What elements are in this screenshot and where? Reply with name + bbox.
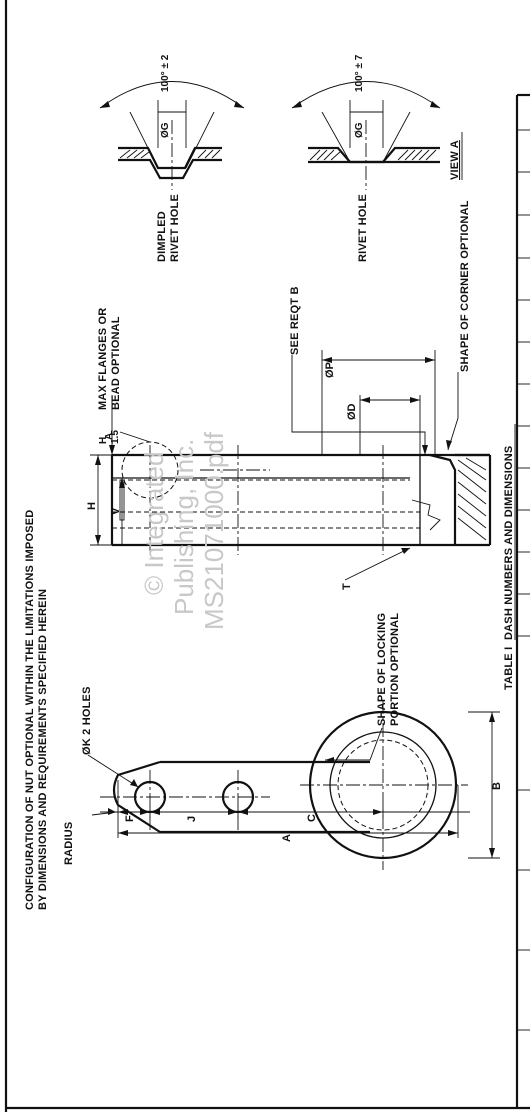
dim-h-label: H [86,502,98,510]
watermark-line2: Publishing, Inc. [169,439,199,615]
plan-view: A F J C B ØK 2 HOLES RADIUS SHAPE OF LOC… [63,613,503,870]
dim-p-label: ØP [324,362,336,378]
dimpled-angle-label: 100° ± 2 [160,54,171,92]
holes-label: ØK 2 HOLES [81,686,93,755]
view-a-title: VIEW A [449,140,461,180]
h-max-label: H [98,437,109,444]
dimpled-label-line1: DIMPLED [156,211,168,262]
dim-d-label: ØD [346,403,358,420]
table-frame [515,93,530,1108]
flanges-label-line1: MAX FLANGES OR [97,308,109,410]
configuration-note-line1: CONFIGURATION OF NUT OPTIONAL WITHIN THE… [24,510,36,910]
dim-a-label: A [281,834,293,842]
corner-label: SHAPE OF CORNER OPTIONAL [459,200,471,372]
watermark-line3: MS21071000.pdf [199,431,229,630]
rivet-angle-label: 100° ± 7 [354,54,365,92]
table-caption: TABLE I DASH NUMBERS AND DIMENSIONS [503,424,516,690]
watermark-line1: © Integrated [139,452,169,595]
h-max-tolerance: 1.5 [110,430,121,444]
dimpled-label-line2: RIVET HOLE [169,194,181,262]
configuration-note-line2: BY DIMENSIONS AND REQUIREMENTS SPECIFIED… [37,589,49,910]
dim-c-label: C [306,814,318,822]
flanges-label-line2: BEAD OPTIONAL [110,316,122,410]
dim-t-label: T [341,583,353,590]
side-view: A H V H 1.5 MAX FLANGES OR BEAD OPTIONAL… [86,200,492,590]
dim-f-label: F [124,815,136,822]
rivet-g-label: ØG [354,122,365,138]
watermark: © Integrated Publishing, Inc. MS21071000… [139,431,229,630]
view-a-tag: A [104,433,115,440]
table-caption-title: DASH NUMBERS AND DIMENSIONS [503,446,515,640]
see-reqt-label: SEE REQT B [289,286,301,355]
dim-v-label: V [110,507,122,515]
locking-label-line2: PORTION OPTIONAL [389,613,401,726]
configuration-note: CONFIGURATION OF NUT OPTIONAL WITHIN THE… [24,510,49,910]
radius-label: RADIUS [63,822,75,865]
dim-b-label: B [491,782,503,790]
rivet-label-line1: RIVET HOLE [357,194,369,262]
dim-j-label: J [186,816,198,822]
rivet-hole-detail: 100° ± 7 ØG RIVET HOLE [291,54,441,262]
dimpled-rivet-hole-detail: 100° ± 2 ØG DIMPLED RIVET HOLE [99,54,245,262]
view-a: 100° ± 2 ØG DIMPLED RIVET HOLE [99,54,463,262]
table-caption-prefix: TABLE I [503,647,515,690]
locking-label-line1: SHAPE OF LOCKING [376,613,388,726]
dimpled-g-label: ØG [160,122,171,138]
